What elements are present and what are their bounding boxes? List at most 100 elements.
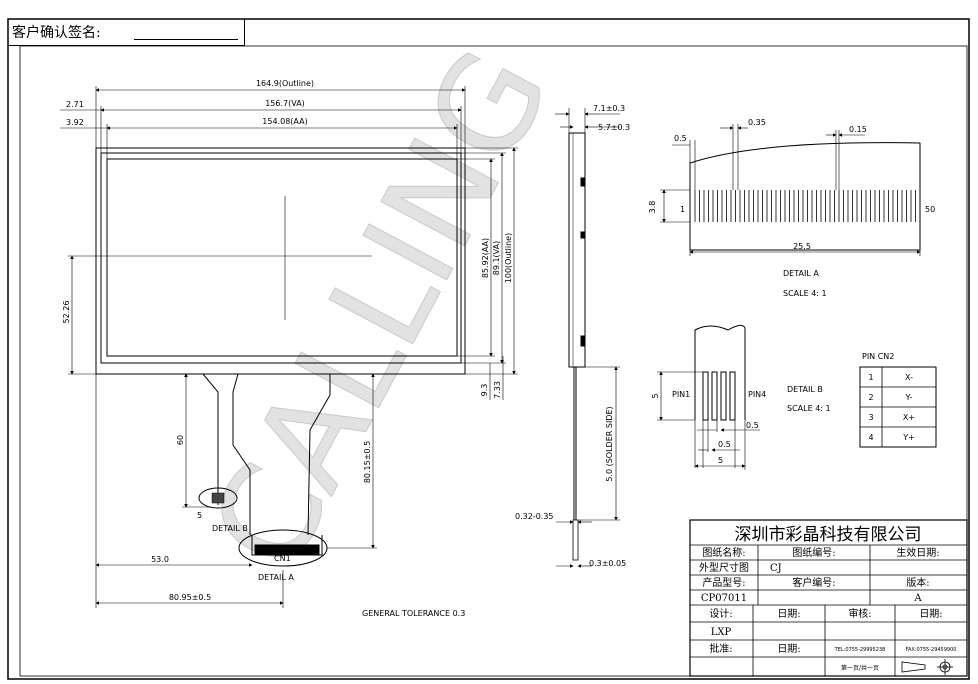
cn1-label: CN1 (274, 554, 291, 563)
drawing-name-value: 外型尺寸图 (699, 561, 749, 574)
side-dimensions (555, 108, 620, 568)
outline-height-label: 100(Outline) (504, 233, 513, 283)
drawing-no-label: 图纸编号: (792, 546, 835, 559)
detail-b-dimensions (657, 371, 760, 470)
detail-b-pins (211, 492, 225, 504)
detail-a-dim-left: 0.5 (674, 134, 687, 143)
thickness-total-label: 7.1±0.3 (593, 104, 625, 113)
detail-a-labels: 0.5 0.35 0.15 1 50 3.8 25.5 DETAIL A SCA… (648, 118, 935, 298)
company-name: 深圳市彩晶科技有限公司 (735, 525, 922, 545)
customer-no-label: 客户编号: (792, 576, 835, 589)
signature-line (134, 39, 238, 40)
pin-table-number: 3 (868, 413, 873, 422)
fpc-tail (202, 373, 331, 536)
pin-table-signal: Y- (905, 393, 913, 402)
pin-table-number: 4 (868, 433, 873, 442)
panel-outline (95, 147, 466, 375)
inner-border (19, 45, 968, 677)
detail-a-ref-label: DETAIL A (258, 573, 294, 582)
left-offset-1-label: 2.71 (66, 100, 84, 109)
projection-symbol-icon (901, 659, 953, 675)
drawing-name-label: 图纸名称: (702, 546, 745, 559)
va-height-label: 89.1(VA) (492, 241, 501, 276)
detail-b-ref-label: DETAIL B (212, 524, 248, 533)
detail-a-dim-pitch: 0.35 (748, 118, 766, 127)
design-label: 设计: (709, 607, 732, 620)
left-offset-2-label: 3.92 (66, 118, 84, 127)
detail-a-dimensions (660, 124, 921, 256)
version-value: A (913, 593, 922, 604)
date-label-1: 日期: (777, 608, 800, 620)
fpc-length-2-label: 80.15±0.5 (363, 441, 372, 483)
pin-table-signal: X+ (903, 413, 915, 422)
detail-b-pitch-1: 0.5 (746, 421, 759, 430)
outer-border (7, 18, 970, 680)
outline-width-label: 164.9(Outline) (256, 79, 314, 88)
va-width-label: 156.7(VA) (265, 99, 305, 108)
front-dimension-labels: 164.9(Outline) 156.7(VA) 154.08(AA) 2.71… (62, 79, 513, 602)
solder-side-label: 5.0 (SOLDER SIDE) (605, 406, 614, 481)
version-label: 版本: (906, 576, 929, 589)
designer-value: LXP (711, 627, 732, 638)
detail-a-dim-width: 0.15 (849, 125, 867, 134)
date-label-2: 日期: (919, 608, 942, 620)
detail-a-pin-last: 50 (925, 205, 935, 214)
detail-b-width: 5 (718, 456, 723, 465)
page-value: 第一页/共一页 (841, 664, 879, 672)
pin-table-number: 2 (868, 393, 873, 402)
pin-table-signal: X- (905, 373, 913, 382)
pin-table-number: 1 (868, 373, 873, 382)
detail-b-pitch-2: 0.5 (718, 440, 731, 449)
date-label-3: 日期: (777, 643, 800, 655)
pin-table: PIN CN2 1 X- 2 Y- 3 X+ 4 Y+ (859, 352, 937, 448)
cn1-contacts (254, 544, 320, 555)
detail-a-pin-first: 1 (680, 205, 685, 214)
detail-a-title: DETAIL A (783, 269, 819, 278)
drawing-no-value: CJ (770, 563, 782, 574)
title-block: 深圳市彩晶科技有限公司 图纸名称: 图纸编号: 生效日期: 外型尺寸图 CJ 产… (689, 519, 968, 677)
fpc-offset-x-label: 53.0 (151, 555, 169, 564)
center-height-label: 52.26 (62, 301, 71, 324)
detail-b-drawing (694, 324, 746, 421)
pin-table-title: PIN CN2 (862, 352, 894, 361)
stiffener-label: 0.3±0.05 (589, 559, 626, 568)
detail-b-height: 5 (651, 393, 660, 398)
product-model-label: 产品型号: (702, 576, 745, 589)
fpc-thickness-label: 0.32-0.35 (515, 512, 554, 521)
thickness-panel-label: 5.7±0.3 (598, 123, 630, 132)
aa-width-label: 154.08(AA) (262, 117, 307, 126)
review-label: 审核: (848, 607, 871, 620)
bottom-offset-1-label: 9.3 (480, 384, 489, 397)
product-model-value: CP07011 (701, 593, 747, 604)
detail-b-callout (198, 487, 238, 509)
detail-a-scale: SCALE 4: 1 (783, 289, 827, 298)
detail-b-pin-first: PIN1 (672, 390, 690, 399)
fax-value: FAX:0755-29459900 (906, 647, 957, 653)
detail-b-title: DETAIL B (787, 385, 823, 394)
tolerance-note: GENERAL TOLERANCE 0.3 (362, 609, 465, 618)
pin-dim-label: 5 (197, 511, 202, 520)
panel-va (100, 152, 462, 364)
front-dimensions (60, 86, 518, 608)
fpc-center-x-label: 80.95±0.5 (169, 593, 211, 602)
customer-signature-box: 客户确认签名: (8, 19, 245, 46)
fpc-length-1-label: 60 (176, 435, 185, 445)
side-dimension-labels: 7.1±0.3 5.7±0.3 5.0 (SOLDER SIDE) 0.32-0… (515, 104, 630, 568)
pin-table-signal: Y+ (902, 433, 915, 442)
customer-signature-label: 客户确认签名: (12, 25, 101, 41)
detail-b-pin-last: PIN4 (748, 390, 766, 399)
detail-a-total-width: 25.5 (793, 242, 811, 251)
detail-b-labels: PIN1 PIN4 5 0.5 0.5 5 DETAIL B SCALE 4: … (651, 385, 831, 465)
detail-a-drawing (689, 142, 921, 251)
tel-value: TEL:0755-29995238 (834, 647, 886, 653)
side-view (568, 132, 586, 561)
watermark: CALLING (182, 26, 580, 593)
detail-a-height: 3.8 (648, 201, 657, 214)
aa-height-label: 85.92(AA) (481, 238, 490, 278)
bottom-offset-2-label: 7.33 (493, 381, 502, 399)
panel-aa (106, 158, 458, 357)
detail-b-scale: SCALE 4: 1 (787, 404, 831, 413)
approve-label: 批准: (709, 642, 732, 655)
fpc-connector (251, 535, 323, 556)
